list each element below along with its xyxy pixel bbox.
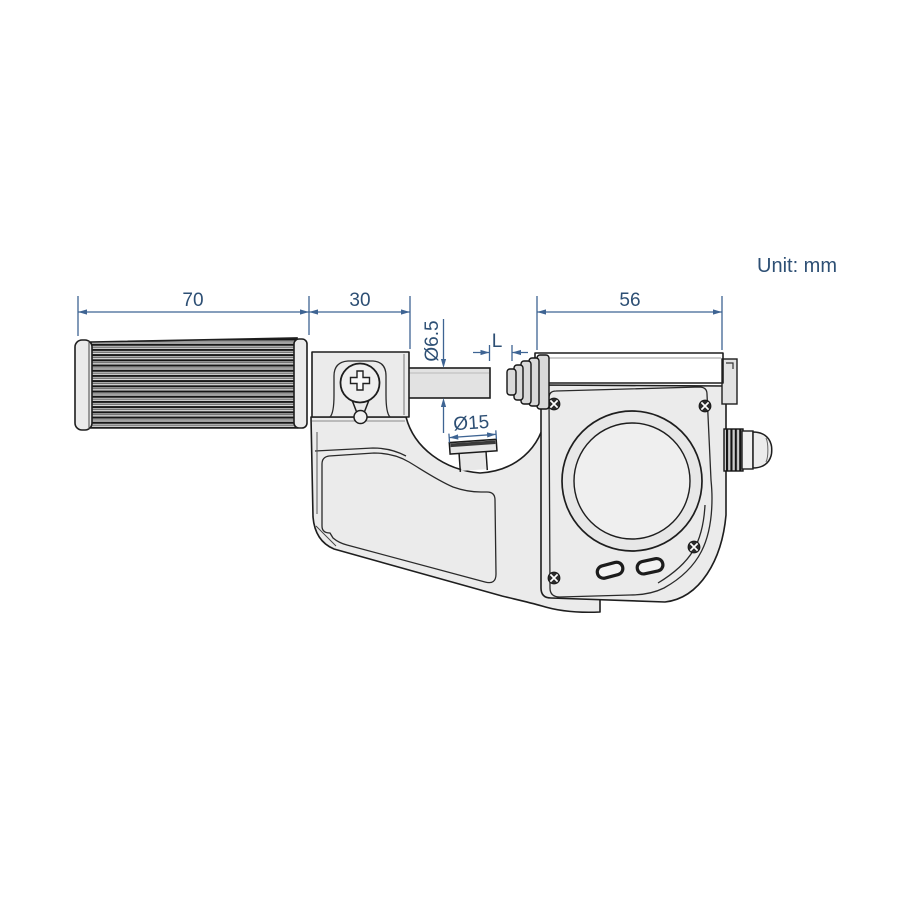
anvil-pedestal <box>448 438 498 472</box>
spindle-lock <box>329 360 391 425</box>
display-housing <box>534 352 773 603</box>
ratchet-knob <box>723 428 773 472</box>
slot-right <box>635 556 665 576</box>
screw-icon <box>547 397 561 411</box>
dimension-measuring-gap: L <box>473 331 528 361</box>
dim-body-width-label: 56 <box>619 290 640 311</box>
thimble-barrel <box>311 351 410 425</box>
dimension-body-width: 56 <box>536 290 723 350</box>
lock-lever-knob <box>353 409 368 425</box>
dimension-barrel-length: 30 <box>309 290 411 349</box>
data-port-tab <box>721 358 738 405</box>
spindle <box>404 367 491 399</box>
button-slots <box>595 556 665 580</box>
bellows <box>506 354 550 410</box>
dim-measuring-gap-label: L <box>492 331 503 352</box>
handle-right-cap <box>293 338 308 429</box>
dimension-anvil-diameter: Ø15 <box>448 412 498 443</box>
screw-icon <box>547 571 561 585</box>
dim-anvil-diameter-label: Ø15 <box>453 412 490 435</box>
display-window <box>573 422 691 540</box>
screw-icon <box>687 540 701 554</box>
face-plate <box>548 386 713 598</box>
unit-note: Unit: mm <box>757 255 837 277</box>
dim-barrel-length-label: 30 <box>349 290 370 311</box>
screw-icon <box>698 399 712 413</box>
dim-spindle-diameter-label: Ø6.5 <box>422 320 443 361</box>
dimension-spindle-diameter: Ø6.5 <box>422 319 447 433</box>
lock-cross-slot <box>349 370 371 391</box>
ratchet-handle <box>74 337 308 431</box>
dimension-handle-length: 70 <box>77 290 310 336</box>
handle-left-cap <box>74 339 93 431</box>
faceplate-screws <box>547 397 712 585</box>
frame <box>310 401 601 614</box>
slot-left <box>595 560 625 580</box>
dim-handle-length-label: 70 <box>182 290 203 311</box>
